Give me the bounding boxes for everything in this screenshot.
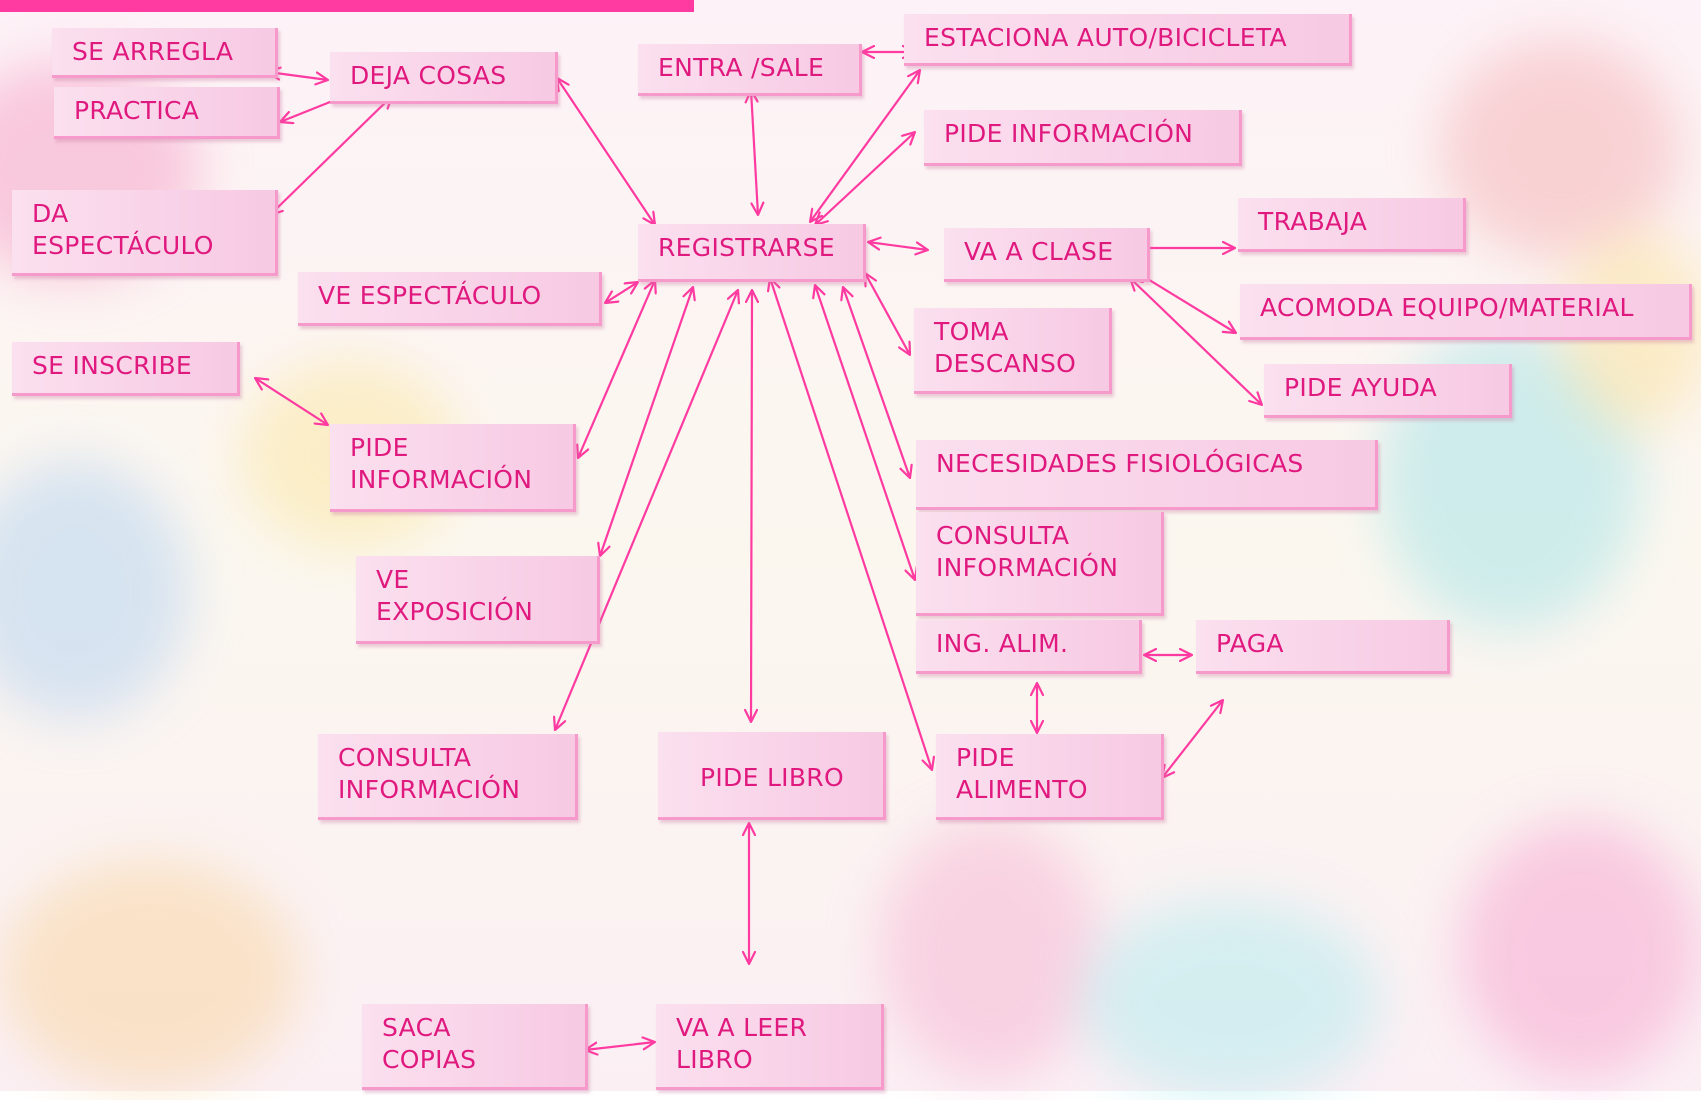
link-registrarse-va-a-clase	[868, 242, 928, 250]
link-entra-sale-registrarse	[751, 90, 758, 215]
node-label: PIDE INFORMACIÓN	[350, 433, 533, 494]
node-va-a-leer-libro: VA A LEER LIBRO	[656, 1004, 884, 1090]
link-deja-cosas-registrarse	[557, 78, 655, 225]
link-registrarse-ve-espectaculo	[605, 282, 638, 303]
node-ve-espectaculo: VE ESPECTÁCULO	[298, 272, 602, 326]
node-consulta-informacion-left: CONSULTA INFORMACIÓN	[318, 734, 578, 820]
handprint-orange	[0, 860, 300, 1090]
link-va-a-clase-pide-ayuda	[1130, 278, 1262, 405]
node-consulta-informacion-right: CONSULTA INFORMACIÓN	[916, 512, 1164, 616]
node-label: DEJA COSAS	[350, 61, 507, 90]
node-ve-exposicion: VE EXPOSICIÓN	[356, 556, 600, 644]
node-se-arregla: SE ARREGLA	[52, 28, 278, 78]
node-label: PIDE INFORMACIÓN	[944, 119, 1194, 148]
node-label: PIDE AYUDA	[1284, 373, 1438, 402]
node-label: VE EXPOSICIÓN	[376, 565, 534, 626]
node-label: SACA COPIAS	[382, 1013, 477, 1074]
node-ing-alim: ING. ALIM.	[916, 620, 1142, 674]
node-pide-alimento: PIDE ALIMENTO	[936, 734, 1164, 820]
node-necesidades-fisiologicas: NECESIDADES FISIOLÓGICAS	[916, 440, 1378, 510]
node-label: CONSULTA INFORMACIÓN	[338, 743, 521, 804]
node-registrarse: REGISTRARSE	[638, 224, 866, 282]
node-estaciona-auto-bicicleta: ESTACIONA AUTO/BICICLETA	[904, 14, 1352, 66]
link-saca-copias-va-a-leer	[585, 1042, 655, 1050]
node-da-espectaculo: DA ESPECTÁCULO	[12, 190, 278, 276]
node-saca-copias: SACA COPIAS	[362, 1004, 588, 1090]
node-practica: PRACTICA	[54, 87, 280, 139]
link-da-espectaculo-deja-cosas	[270, 96, 392, 215]
node-va-a-clase: VA A CLASE	[944, 228, 1150, 282]
node-label: TOMA DESCANSO	[934, 317, 1077, 378]
node-label: VA A LEER LIBRO	[676, 1013, 808, 1074]
node-label: ACOMODA EQUIPO/MATERIAL	[1260, 293, 1634, 322]
node-label: REGISTRARSE	[658, 233, 835, 262]
link-se-arregla-deja-cosas	[268, 72, 328, 80]
node-paga: PAGA	[1196, 620, 1450, 674]
link-pide-alimento-paga	[1162, 700, 1223, 778]
node-toma-descanso: TOMA DESCANSO	[914, 308, 1112, 394]
link-se-inscribe-pide-info-left	[255, 378, 328, 425]
node-label: ENTRA /SALE	[658, 53, 825, 82]
node-label: PAGA	[1216, 629, 1284, 658]
link-registrarse-necesidades	[843, 287, 910, 478]
node-label: DA ESPECTÁCULO	[32, 199, 214, 260]
node-label: SE ARREGLA	[72, 37, 234, 66]
node-label: ESTACIONA AUTO/BICICLETA	[924, 23, 1287, 52]
link-registrarse-toma-descanso	[865, 273, 910, 355]
link-registrarse-pide-libro	[751, 290, 752, 722]
node-label: PRACTICA	[74, 96, 200, 125]
handprint-magenta	[1460, 820, 1700, 1080]
node-label: CONSULTA INFORMACIÓN	[936, 521, 1119, 582]
node-label: VA A CLASE	[964, 237, 1114, 266]
handprint-pink-2	[880, 820, 1100, 1080]
node-label: ING. ALIM.	[936, 629, 1069, 658]
node-se-inscribe: SE INSCRIBE	[12, 342, 240, 396]
node-label: PIDE LIBRO	[700, 763, 844, 792]
link-registrarse-pide-alimento	[770, 278, 932, 770]
handprint-blue	[0, 460, 190, 720]
link-registrarse-consulta-info-left	[555, 290, 738, 730]
node-pide-ayuda: PIDE AYUDA	[1264, 364, 1512, 418]
top-accent-bar	[0, 0, 694, 12]
node-label: PIDE ALIMENTO	[956, 743, 1088, 804]
handprint-cyan	[1080, 900, 1380, 1100]
node-label: VE ESPECTÁCULO	[318, 281, 542, 310]
node-pide-libro: PIDE LIBRO	[658, 732, 886, 820]
node-entra-sale: ENTRA /SALE	[638, 44, 862, 96]
link-registrarse-consulta-info-right	[815, 285, 915, 580]
handprint-red	[1440, 40, 1680, 260]
node-deja-cosas: DEJA COSAS	[330, 52, 558, 104]
node-acomoda-equipo-material: ACOMODA EQUIPO/MATERIAL	[1240, 284, 1692, 340]
node-label: SE INSCRIBE	[32, 351, 193, 380]
link-registrarse-ve-exposicion	[600, 287, 693, 556]
link-pide-info-top-registrarse	[815, 132, 915, 225]
node-label: TRABAJA	[1258, 207, 1368, 236]
node-pide-informacion-top: PIDE INFORMACIÓN	[924, 110, 1242, 166]
node-label: NECESIDADES FISIOLÓGICAS	[936, 449, 1304, 478]
node-trabaja: TRABAJA	[1238, 198, 1466, 252]
node-pide-informacion-left: PIDE INFORMACIÓN	[330, 424, 576, 512]
